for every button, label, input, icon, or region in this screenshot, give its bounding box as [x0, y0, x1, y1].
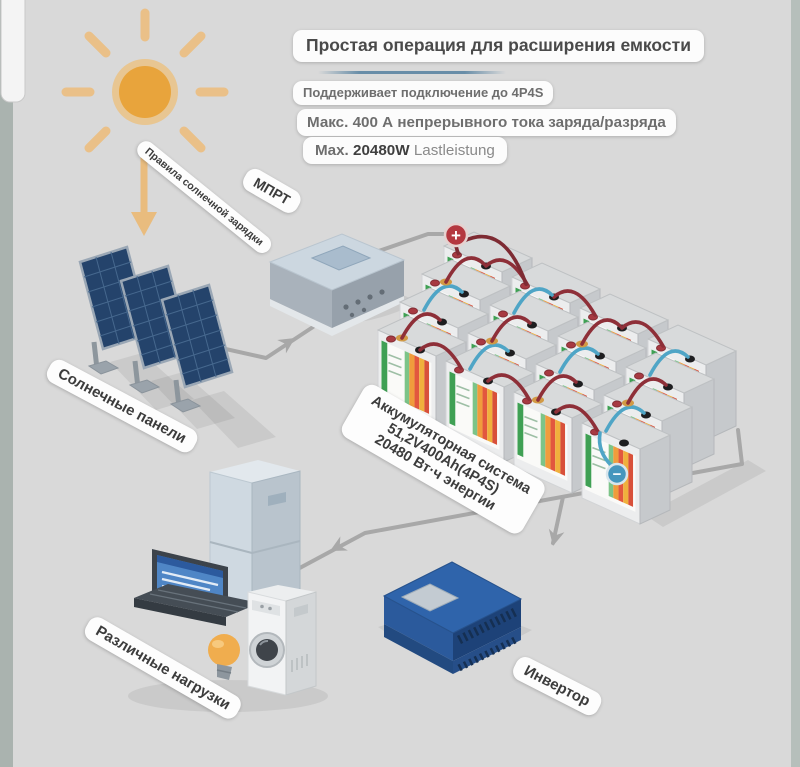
battery-cables: [386, 251, 695, 447]
header-max-power: Max. 20480W Lastleistung: [303, 137, 507, 164]
mppt-ports: [343, 289, 385, 318]
sun-icon: [61, 8, 229, 153]
washing-machine-illustration: [247, 585, 317, 696]
solar-panels-illustration: [78, 245, 234, 413]
inverter-illustration: [382, 561, 523, 674]
header-divider: [318, 71, 506, 74]
mppt-controller-illustration: [268, 233, 406, 336]
minus-sign: −: [613, 466, 622, 483]
laptop-illustration: [134, 549, 260, 626]
max-power-value: 20480W: [353, 142, 410, 159]
overlay-corner-element: [0, 0, 26, 103]
light-bulb-icon: [208, 634, 240, 680]
plus-sign: +: [451, 226, 461, 245]
max-power-suffix: Lastleistung: [413, 142, 495, 159]
wire-arrowheads: [277, 338, 565, 551]
minus-terminal-badge: −: [597, 431, 629, 486]
header-title: Простая операция для расширения емкости: [293, 30, 704, 62]
plus-terminal-badge: +: [443, 222, 528, 286]
header-subtitle: Поддерживает подключение до 4P4S: [293, 81, 554, 106]
header-max-current: Макс. 400 А непрерывного тока заряда/раз…: [297, 109, 676, 136]
sunlight-down-arrow-icon: [131, 146, 157, 236]
wire-battery-to-loads: [294, 428, 744, 572]
max-power-prefix: Max.: [315, 142, 349, 159]
